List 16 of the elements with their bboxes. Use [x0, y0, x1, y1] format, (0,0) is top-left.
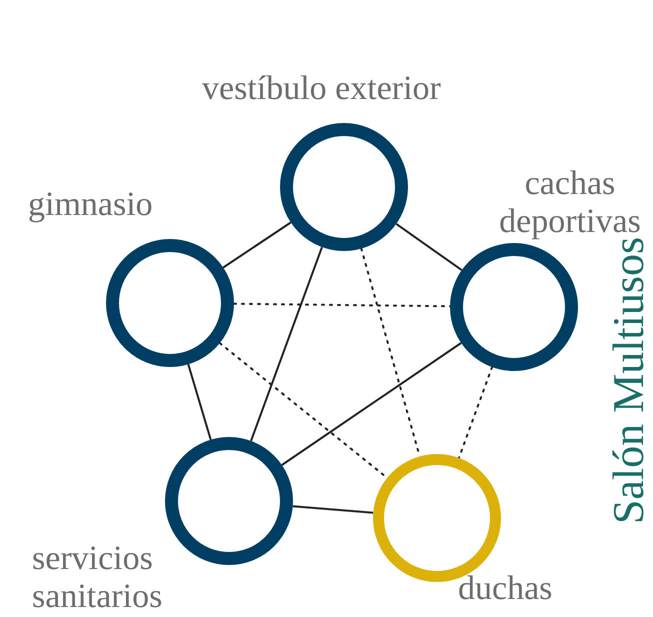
room-circle	[106, 239, 234, 367]
connector-line	[187, 364, 212, 440]
room-label: duchas	[458, 570, 554, 608]
room-label: vestíbulo exterior	[202, 70, 442, 108]
room-circle	[280, 123, 408, 251]
connector-line	[222, 222, 292, 268]
room-circle	[165, 437, 293, 565]
connector-line	[292, 505, 374, 514]
connector-line	[250, 246, 323, 442]
connector-line	[281, 342, 462, 466]
dotted-connector	[458, 366, 494, 459]
room-label: gimnasio	[28, 186, 154, 224]
room-circle	[450, 243, 578, 371]
connector-line	[396, 223, 462, 271]
room-label: servicios sanitarios	[32, 540, 164, 616]
dotted-connector	[233, 302, 451, 308]
